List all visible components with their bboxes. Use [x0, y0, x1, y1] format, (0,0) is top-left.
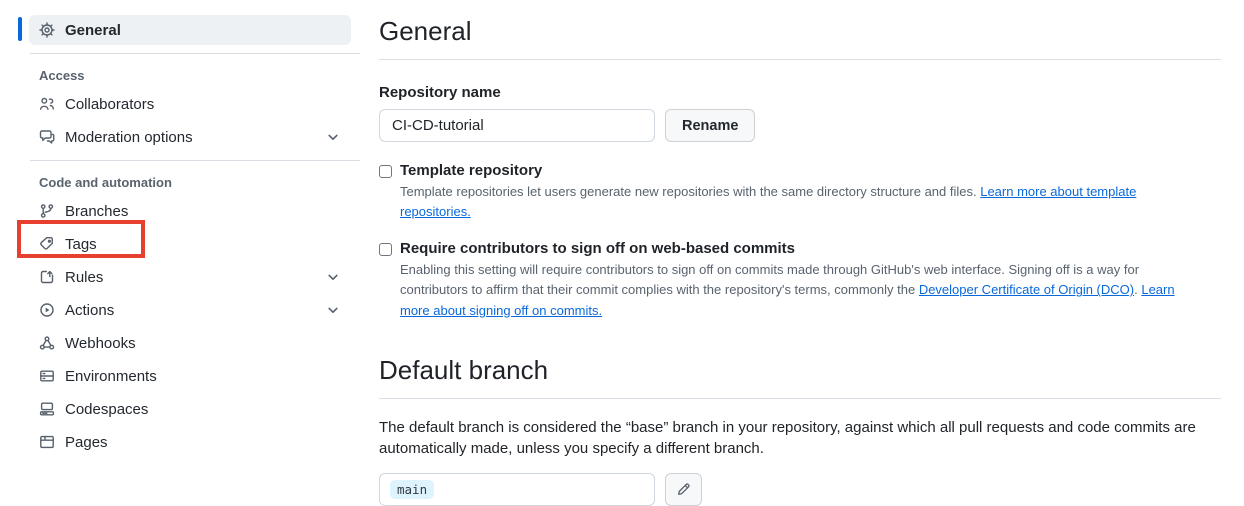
signoff-learn-more-link[interactable]: Learn more about signing off on commits.	[400, 282, 1175, 318]
sidebar-item-webhooks[interactable]: Webhooks	[29, 328, 351, 358]
sidebar-item-label: Pages	[65, 433, 108, 451]
default-branch-input[interactable]: main	[379, 473, 655, 506]
default-branch-description: The default branch is considered the “ba…	[379, 418, 1196, 457]
default-branch-title: Default branch	[379, 355, 1221, 399]
repo-push-icon	[39, 269, 55, 285]
people-icon	[39, 96, 55, 112]
sidebar-item-label: Codespaces	[65, 400, 149, 418]
sidebar-item-moderation-options[interactable]: Moderation options	[29, 122, 351, 152]
template-repositories-link[interactable]: Learn more about template repositories.	[400, 184, 1137, 220]
sidebar-section-code-automation: Code and automation	[39, 175, 172, 190]
branch-name-badge: main	[390, 480, 435, 500]
sidebar-divider	[30, 53, 360, 54]
sidebar-item-label: Actions	[65, 301, 115, 319]
sidebar-item-label: General	[65, 21, 121, 39]
sidebar-item-tags[interactable]: Tags	[29, 229, 351, 259]
sidebar-item-label: Moderation options	[65, 128, 193, 146]
sidebar-item-label: Rules	[65, 268, 104, 286]
sidebar-item-pages[interactable]: Pages	[29, 427, 351, 457]
chevron-down-icon	[325, 269, 341, 285]
description-text: Template repositories let users generate…	[400, 184, 981, 199]
sidebar-item-collaborators[interactable]: Collaborators	[29, 89, 351, 119]
git-branch-icon	[39, 203, 55, 219]
chevron-down-icon	[325, 129, 341, 145]
server-icon	[39, 368, 55, 384]
gear-icon	[39, 22, 55, 38]
template-repository-checkbox[interactable]	[379, 165, 392, 178]
sidebar-item-codespaces[interactable]: Codespaces	[29, 394, 351, 424]
signoff-label[interactable]: Require contributors to sign off on web-…	[400, 240, 796, 258]
sidebar-item-rules[interactable]: Rules	[29, 262, 351, 292]
sidebar-divider	[30, 160, 360, 161]
rename-button[interactable]: Rename	[665, 109, 756, 142]
codespaces-icon	[39, 401, 55, 417]
sidebar-item-label: Branches	[65, 202, 129, 220]
template-repository-description: Template repositories let users generate…	[400, 182, 1200, 222]
settings-sidebar: General Access Collaborators Moderation …	[0, 0, 368, 498]
sidebar-item-label: Collaborators	[65, 95, 155, 113]
settings-general-panel: General Repository name Rename Template …	[379, 0, 1221, 506]
play-circle-icon	[39, 302, 55, 318]
sidebar-item-label: Environments	[65, 367, 157, 385]
browser-window-icon	[39, 434, 55, 450]
description-text: Enabling this setting will require contr…	[400, 262, 1140, 298]
sidebar-section-access: Access	[39, 68, 85, 83]
template-repository-label[interactable]: Template repository	[400, 162, 543, 179]
sidebar-item-branches[interactable]: Branches	[29, 196, 351, 226]
dco-link[interactable]: Developer Certificate of Origin (DCO)	[918, 282, 1135, 298]
chevron-down-icon	[325, 302, 341, 318]
repository-name-input[interactable]	[379, 109, 655, 142]
description-text: .	[1134, 282, 1142, 298]
pencil-icon	[676, 482, 691, 497]
sidebar-item-label: Tags	[65, 235, 97, 253]
sidebar-item-environments[interactable]: Environments	[29, 361, 351, 391]
sidebar-item-label: Webhooks	[65, 334, 136, 352]
sidebar-item-general[interactable]: General	[29, 15, 351, 45]
signoff-description: Enabling this setting will require contr…	[400, 260, 1200, 320]
webhook-icon	[39, 335, 55, 351]
sidebar-item-actions[interactable]: Actions	[29, 295, 351, 325]
comment-discussion-icon	[39, 129, 55, 145]
tag-icon	[39, 236, 55, 252]
repository-name-label: Repository name	[379, 84, 501, 101]
signoff-checkbox[interactable]	[379, 243, 392, 257]
edit-default-branch-button[interactable]	[665, 473, 702, 506]
page-title: General	[379, 16, 1221, 60]
selected-indicator-bar	[18, 17, 22, 41]
